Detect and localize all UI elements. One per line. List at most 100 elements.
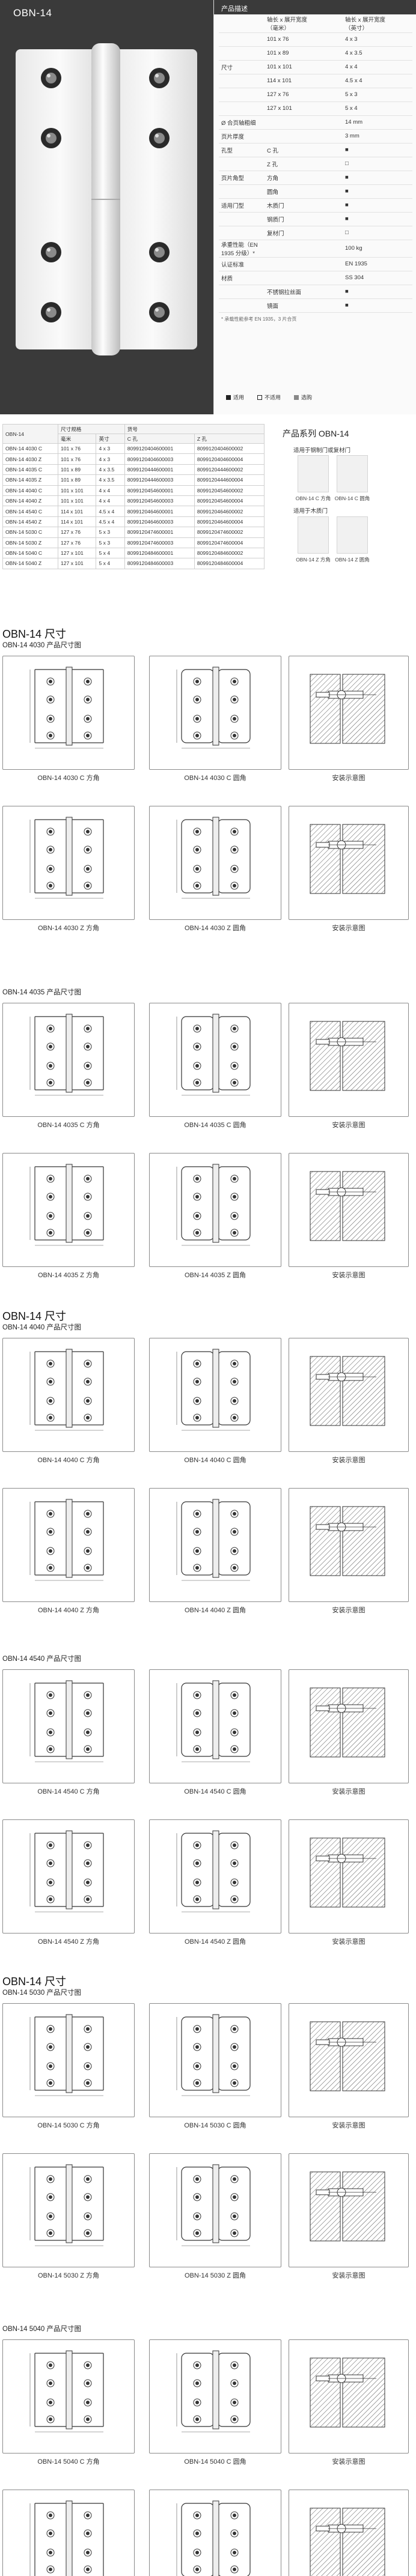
- spec-footnote: * 承载性能参考 EN 1935，3 片合页: [221, 316, 297, 322]
- legend-optional: 选购: [301, 395, 313, 401]
- section-subtitle: OBN-14 4040 产品尺寸图: [2, 1324, 82, 1331]
- drawing-frame: [149, 1819, 281, 1934]
- spec-header: 产品描述: [214, 0, 416, 14]
- drawing-frame: [289, 2153, 409, 2267]
- drawing-caption: OBN-14 4035 C 方角: [37, 1122, 100, 1129]
- install-diagram: [304, 812, 394, 904]
- drawing-frame: [289, 1669, 409, 1783]
- install-diagram: [304, 2010, 394, 2102]
- hinge-drawing: [171, 2496, 261, 2576]
- drawing-caption: 安装示意图: [332, 1938, 366, 1946]
- order-code: OBN-14 5040 C: [2, 547, 58, 559]
- hinge-drawing: [171, 2160, 261, 2252]
- order-code: OBN-14 4030 C: [2, 443, 58, 455]
- drawing-caption: 安装示意图: [332, 2272, 366, 2279]
- order-code: OBN-14 4040 C: [2, 485, 58, 496]
- drawing-caption: OBN-14 4040 Z 圆角: [184, 1607, 246, 1614]
- spec-row-option: Z 孔: [265, 157, 343, 171]
- drawing-frame: [2, 2490, 135, 2576]
- order-art-c: 8099120464600003: [124, 516, 195, 528]
- drawing-frame: [289, 1488, 409, 1602]
- thumb-z-round: [337, 516, 368, 554]
- order-in: 4 x 4: [96, 485, 125, 496]
- drawing-caption: OBN-14 4030 C 圆角: [184, 775, 246, 782]
- spec-row-value: 3 mm: [343, 129, 412, 144]
- order-art-c: 8099120464600001: [124, 506, 195, 517]
- order-mm: 101 x 89: [57, 474, 97, 486]
- order-mm: 101 x 89: [57, 464, 97, 476]
- spec-row: 不锈钢拉丝面■: [219, 285, 412, 299]
- drawing-frame: [2, 1338, 135, 1452]
- legend-swatch-applicable: [226, 395, 231, 400]
- spec-row-option: 复材门: [265, 226, 343, 240]
- spec-row-option: 木质门: [265, 198, 343, 213]
- order-art-header: 货号: [124, 424, 265, 434]
- legend-swatch-optional: [294, 395, 299, 400]
- inch-col-header: 轴长 x 展开宽度 （英寸）: [343, 14, 412, 33]
- spec-row-value: ■: [343, 184, 412, 199]
- drawing-caption: OBN-14 4030 C 方角: [37, 775, 100, 782]
- product-photo-panel: OBN-14: [0, 0, 213, 414]
- size-inch: 5 x 4: [343, 101, 412, 116]
- drawing-frame: [289, 2490, 409, 2576]
- drawing-frame: [149, 656, 281, 770]
- drawing-frame: [149, 2490, 281, 2576]
- drawing-frame: [289, 1819, 409, 1934]
- spec-row-label: Ø 合页轴粗细: [219, 115, 265, 130]
- order-mm: 101 x 76: [57, 453, 97, 465]
- drawing-caption: OBN-14 4035 Z 方角: [37, 1272, 100, 1279]
- hinge-drawing: [24, 1344, 114, 1436]
- order-mm: 127 x 101: [57, 558, 97, 569]
- order-code: OBN-14 4540 C: [2, 506, 58, 517]
- order-in: 4.5 x 4: [96, 506, 125, 517]
- thumb-c-round: [337, 455, 368, 492]
- order-in: 4 x 3.5: [96, 464, 125, 476]
- order-art-z: 8099120474600004: [194, 537, 265, 548]
- order-art-z: 8099120454600002: [194, 485, 265, 496]
- drawing-caption: OBN-14 4030 Z 圆角: [184, 925, 246, 932]
- spec-row-value: SS 304: [343, 271, 412, 285]
- drawing-caption: 安装示意图: [332, 2122, 366, 2129]
- drawing-frame: [289, 2003, 409, 2117]
- spec-row-option: [265, 257, 343, 271]
- order-art-c: 8099120454600001: [124, 485, 195, 496]
- drawing-frame: [289, 1003, 409, 1117]
- hinge-drawing: [24, 1160, 114, 1251]
- drawing-caption: 安装示意图: [332, 1457, 366, 1464]
- spec-row: 圆角■: [219, 184, 412, 199]
- drawing-caption: OBN-14 4540 C 方角: [37, 1788, 100, 1795]
- spec-row: 镜面■: [219, 298, 412, 313]
- drawing-caption: OBN-14 4040 C 圆角: [184, 1457, 246, 1464]
- order-mm: 101 x 76: [57, 443, 97, 455]
- size-inch: 4 x 4: [343, 60, 412, 74]
- install-diagram: [304, 2160, 394, 2252]
- hinge-drawing: [171, 1009, 261, 1101]
- size-inch: 4 x 3: [343, 32, 412, 47]
- install-diagram: [304, 1160, 394, 1251]
- spec-row: 材质 SS 304: [219, 271, 412, 285]
- order-art-z: 8099120484600004: [194, 558, 265, 569]
- spec-row-option: 钢质门: [265, 212, 343, 226]
- drawing-caption: 安装示意图: [332, 925, 366, 932]
- order-art-c: 8099120404600001: [124, 443, 195, 455]
- drawing-frame: [149, 1338, 281, 1452]
- section-subtitle: OBN-14 4030 产品尺寸图: [2, 642, 82, 649]
- order-code: OBN-14 4035 C: [2, 464, 58, 476]
- install-diagram: [304, 1344, 394, 1436]
- wood-door-label: 适用于木质门: [293, 508, 328, 515]
- spec-row-value: 14 mm: [343, 115, 412, 130]
- order-mm: 127 x 76: [57, 537, 97, 548]
- drawing-caption: OBN-14 4035 C 圆角: [184, 1122, 246, 1129]
- order-in: 4 x 3.5: [96, 474, 125, 486]
- order-code: OBN-14 4030 Z: [2, 453, 58, 465]
- spec-row-option: 不锈钢拉丝面: [265, 285, 343, 299]
- legend-applicable: 适用: [233, 395, 245, 401]
- install-diagram: [304, 662, 394, 754]
- spec-row-label: 材质: [219, 271, 265, 285]
- install-diagram: [304, 1826, 394, 1918]
